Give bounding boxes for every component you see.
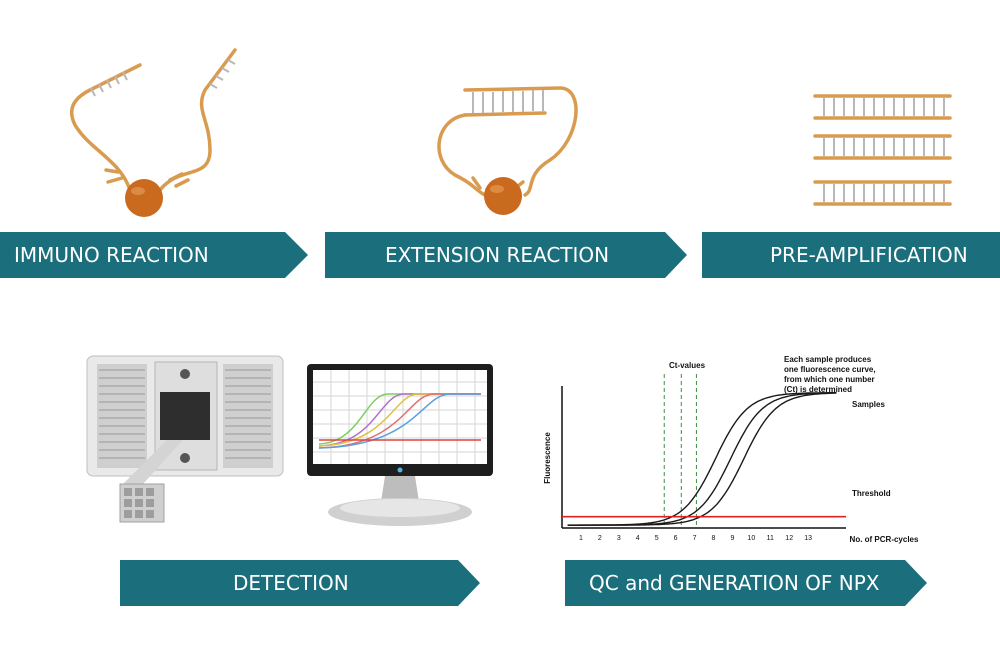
x-tick-label: 4 (636, 535, 640, 542)
step-pre-amplification: PRE-AMPLIFICATION (702, 232, 1000, 278)
step-qc-npx: QC and GENERATION OF NPX (565, 560, 927, 606)
x-tick-label: 10 (747, 535, 755, 542)
step-pre-amplification-label: PRE-AMPLIFICATION (770, 243, 968, 267)
chip-illustration (86, 355, 284, 523)
sample-curve (567, 392, 837, 526)
samples-label: Samples (852, 400, 885, 409)
step-extension-reaction: EXTENSION REACTION (325, 232, 687, 278)
annotation-line-1: Each sample produces (784, 355, 872, 364)
x-tick-label: 7 (693, 535, 697, 542)
step-detection: DETECTION (120, 560, 480, 606)
step-detection-label: DETECTION (233, 571, 349, 595)
step-qc-npx-label: QC and GENERATION OF NPX (589, 571, 880, 595)
x-tick-label: 6 (674, 535, 678, 542)
x-tick-label: 1 (579, 535, 583, 542)
step-extension-reaction-label: EXTENSION REACTION (385, 243, 610, 267)
x-tick-label: 9 (730, 535, 734, 542)
y-axis-label: Fluorescence (543, 432, 552, 484)
pre-amplification-illustration (813, 94, 952, 206)
x-axis-label: No. of PCR-cycles (850, 535, 919, 544)
x-tick-label: 5 (655, 535, 659, 542)
x-tick-label: 2 (598, 535, 602, 542)
step-immuno-reaction-label: IMMUNO REACTION (14, 243, 209, 267)
x-tick-label: 11 (767, 535, 774, 542)
extension-reaction-illustration (437, 86, 578, 215)
x-tick-label: 3 (617, 535, 621, 542)
ct-values-label: Ct-values (669, 361, 706, 370)
annotation-line-3: from which one number (784, 375, 875, 384)
threshold-label: Threshold (852, 489, 891, 498)
step-immuno-reaction: IMMUNO REACTION (0, 232, 308, 278)
annotation-line-2: one fluorescence curve, (784, 365, 876, 374)
pcr-chart: Fluorescence No. of PCR-cycles Ct-values… (543, 355, 919, 544)
x-tick-label: 13 (804, 535, 812, 542)
x-tick-label: 8 (712, 535, 716, 542)
monitor-illustration (307, 364, 493, 526)
annotation-line-4: (Ct) is determined (784, 385, 852, 394)
x-tick-label: 12 (785, 535, 793, 542)
immuno-reaction-illustration (69, 48, 237, 217)
